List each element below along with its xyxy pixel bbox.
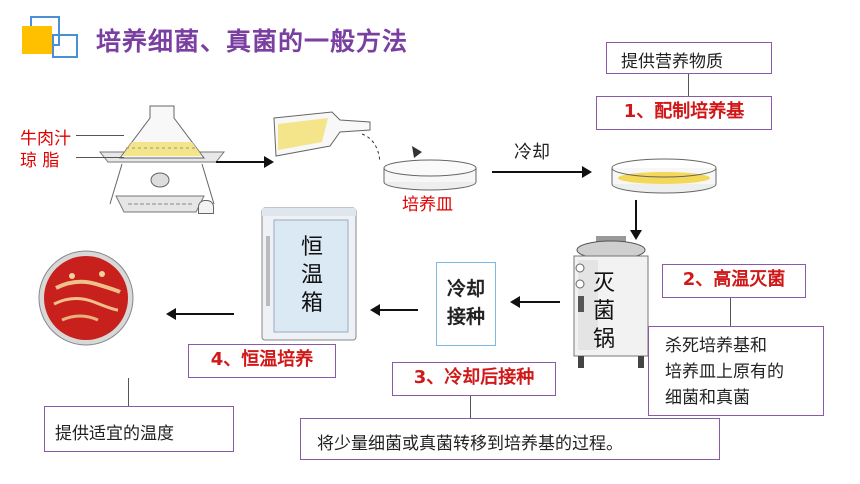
step-2-sterilize: 2、高温灭菌	[662, 264, 806, 298]
arrow-right	[216, 156, 274, 168]
label-sterilizer-char: 锅	[592, 327, 615, 352]
incubator-illustration	[261, 207, 357, 341]
label-agar: 琼 脂	[20, 151, 60, 171]
note-inoculate: 将少量细菌或真菌转移到培养基的过程。	[300, 418, 720, 460]
label-sterilizer-char: 菌	[592, 299, 615, 324]
label-incubator-char: 箱	[300, 291, 323, 316]
petri-dish-illustration	[383, 159, 477, 191]
connector-line	[128, 378, 129, 406]
label-petri-dish: 培养皿	[402, 195, 453, 215]
cool-inoculate-box: 冷却 接种	[436, 262, 496, 346]
note-nutrients: 提供营养物质	[606, 42, 772, 74]
step-1-prepare-medium: 1、配制培养基	[596, 96, 772, 130]
pointer-line	[76, 157, 124, 158]
label-beef-broth: 牛肉汁	[20, 129, 71, 149]
arrow-down	[630, 200, 642, 240]
arrowhead-dotted	[412, 146, 422, 158]
corner-logo	[22, 10, 82, 58]
label-incubator-char: 恒	[300, 235, 323, 260]
note-line: 杀死培养基和	[665, 336, 767, 356]
label-incubator-char: 温	[300, 263, 323, 288]
box-line: 接种	[446, 306, 485, 328]
arrow-left	[370, 304, 418, 316]
page-title: 培养细菌、真菌的一般方法	[96, 27, 409, 56]
arrow-right	[492, 166, 592, 178]
connector-line	[730, 298, 731, 326]
connector-line	[470, 396, 471, 418]
arrow-left	[510, 296, 560, 308]
label-cooling: 冷却	[514, 142, 550, 163]
box-line: 冷却	[446, 278, 485, 300]
pointer-line	[76, 135, 124, 136]
autoclave-illustration	[573, 236, 649, 368]
arrow-left	[166, 308, 234, 320]
note-line: 细菌和真菌	[665, 388, 750, 408]
culture-plate-illustration	[38, 250, 134, 346]
note-sterilize: 杀死培养基和 培养皿上原有的 细菌和真菌	[648, 326, 824, 416]
connector-line	[688, 74, 689, 96]
pouring-flask-illustration	[273, 111, 380, 163]
small-lamp-icon	[198, 200, 214, 214]
step-3-inoculate: 3、冷却后接种	[392, 362, 556, 396]
medium-dish-illustration	[611, 158, 717, 194]
step-4-incubate: 4、恒温培养	[188, 344, 336, 378]
flask-on-burner-illustration	[98, 105, 226, 213]
label-sterilizer-char: 灭	[592, 271, 615, 296]
note-temperature: 提供适宜的温度	[44, 406, 234, 452]
note-line: 培养皿上原有的	[665, 362, 784, 382]
